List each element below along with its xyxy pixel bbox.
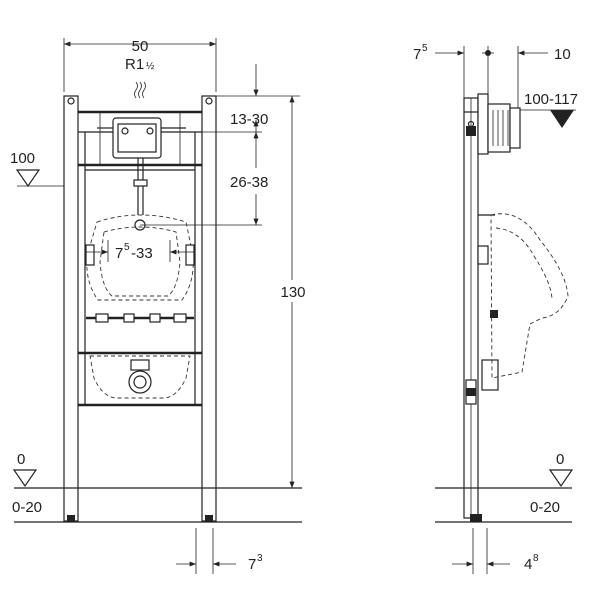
width-label: 50 xyxy=(132,38,149,55)
dim-7-33-sup: 5 xyxy=(124,242,130,253)
dim-7-33-rest: -33 xyxy=(131,245,153,262)
side-top-right-label: 10 xyxy=(554,46,571,63)
side-top-left-base: 7 xyxy=(413,46,421,63)
water-inlet-icon xyxy=(134,81,146,99)
dim-7-33-base: 7 xyxy=(115,245,123,262)
side-level-0-label: 0 xyxy=(556,451,564,468)
dim-26-38-label: 26-38 xyxy=(230,174,268,191)
side-frame xyxy=(463,93,489,522)
side-foot-base: 4 xyxy=(524,556,532,573)
side-urinal-outline xyxy=(490,213,569,379)
side-view: 7 5 10 100-117 0 0-20 4 8 xyxy=(413,43,578,574)
urinal-outline xyxy=(86,214,194,399)
level-100-label: 100 xyxy=(10,150,35,167)
side-level-0-marker xyxy=(548,469,574,488)
thread-label: R1 xyxy=(125,56,144,73)
water-supply-pipe xyxy=(133,158,196,231)
front-floor-label: 0-20 xyxy=(12,499,42,516)
front-level-0-marker xyxy=(12,469,38,488)
front-frame-rails xyxy=(78,110,202,407)
front-view: 50 R1 ½ 100 13-30 26-38 7 5 -33 130 0 xyxy=(10,38,306,574)
side-valve-housing xyxy=(487,103,521,153)
side-floor-label: 0-20 xyxy=(530,499,560,516)
level-100-marker xyxy=(15,169,41,188)
flush-valve-unit xyxy=(97,117,186,159)
dim-13-30-label: 13-30 xyxy=(230,111,268,128)
drain-outlet xyxy=(128,359,152,394)
front-level-0-label: 0 xyxy=(17,451,25,468)
mounting-bars xyxy=(85,244,195,323)
side-depth-marker xyxy=(550,110,574,128)
side-depth-label: 100-117 xyxy=(524,91,578,108)
front-right-upright xyxy=(201,95,217,522)
front-foot-base: 7 xyxy=(248,556,256,573)
front-left-upright xyxy=(63,95,79,522)
thread-fraction: ½ xyxy=(146,61,155,72)
side-top-left-sup: 5 xyxy=(422,43,428,54)
front-foot-sup: 3 xyxy=(257,553,263,564)
height-label: 130 xyxy=(280,284,305,301)
side-foot-sup: 8 xyxy=(533,553,539,564)
